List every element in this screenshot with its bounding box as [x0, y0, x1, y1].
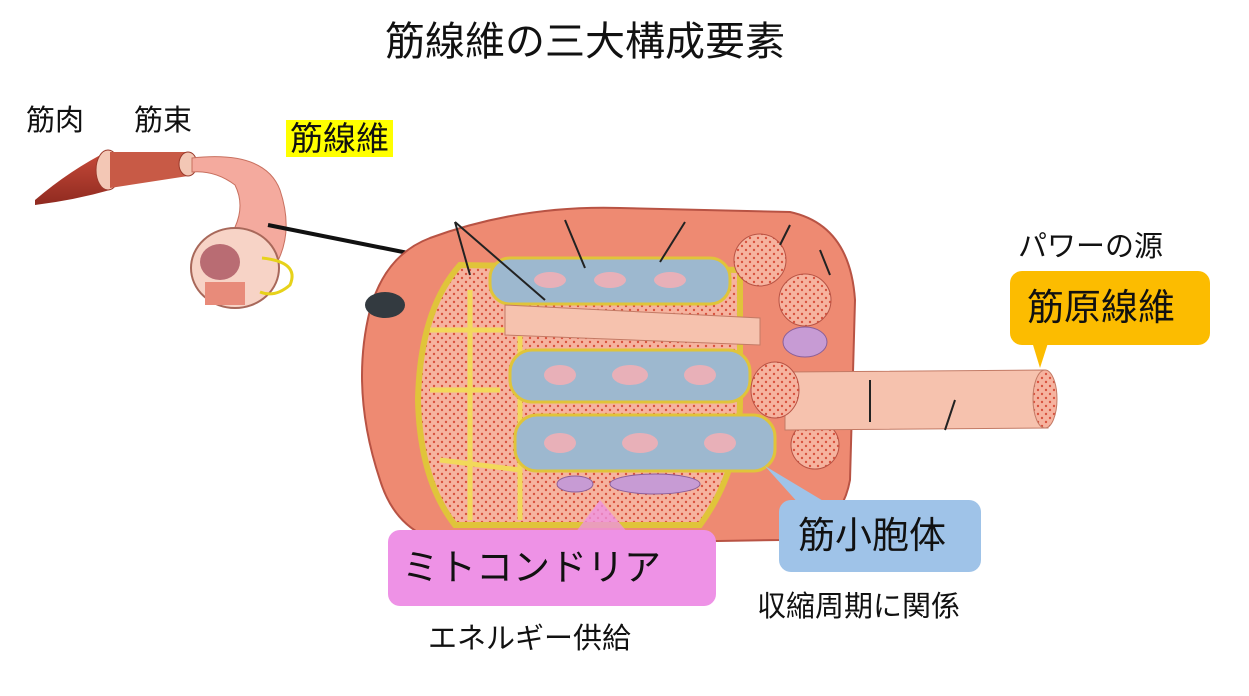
sarcoplasmic-reticulum-label: 筋小胞体 [798, 514, 946, 557]
mitochondria-callout: ミトコンドリア [388, 530, 716, 606]
muscle-fiber-label: 筋線維 [286, 120, 393, 157]
power-source-label: パワーの源 [1018, 229, 1164, 263]
myofibril-label: 筋原線維 [1027, 286, 1175, 329]
muscle-label: 筋肉 [26, 103, 85, 137]
fiber-drawing [190, 156, 419, 309]
muscle-drawing [35, 149, 198, 205]
diagram-title: 筋線維の三大構成要素 [385, 19, 785, 65]
fascicle-label: 筋束 [134, 103, 193, 137]
sarcoplasmic-reticulum-description: 収縮周期に関係 [757, 589, 961, 623]
mitochondria-description: エネルギー供給 [428, 621, 632, 655]
fiber-cross-section [361, 206, 1058, 547]
sr-pointer [765, 466, 830, 505]
myofibril-callout: 筋原線維 [1010, 271, 1210, 345]
sarcoplasmic-reticulum-callout: 筋小胞体 [779, 500, 981, 572]
mitochondria-label: ミトコンドリア [402, 546, 661, 589]
